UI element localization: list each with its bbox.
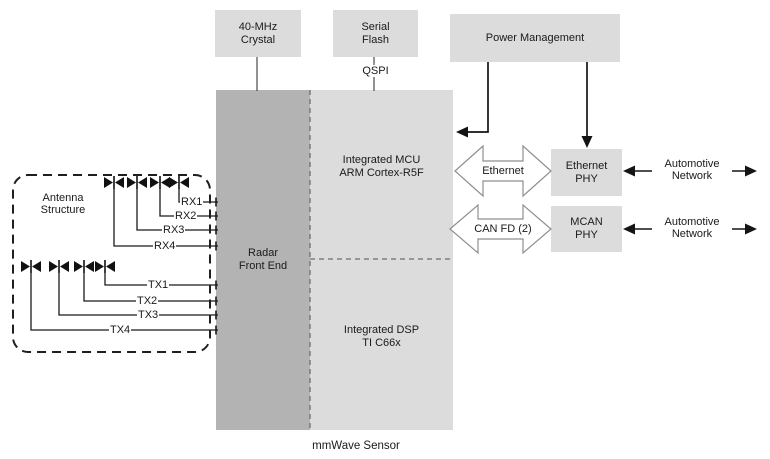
rx4-label: RX4 [153, 240, 177, 252]
tx3-antenna-icon [49, 260, 69, 273]
crystal-label: 40-MHz Crystal [238, 20, 278, 46]
automotive-network-label-bottom: Automotive Network [652, 216, 732, 240]
qspi-label: QSPI [356, 65, 395, 77]
mcu-dsp-block [310, 90, 453, 430]
power-to-ethernet-phy-arrow [581, 62, 593, 148]
rx4-antenna-icon [104, 176, 124, 189]
ethernet-phy-label: Ethernet PHY [565, 159, 608, 185]
mcan-phy-block: MCAN PHY [551, 206, 622, 252]
tx1-label: TX1 [147, 279, 170, 291]
tx-antenna-icons [21, 260, 115, 273]
power-to-mcu-arrow [456, 62, 489, 138]
antenna-structure-boundary [12, 174, 211, 353]
ethernet-bidirectional-arrow [454, 144, 552, 198]
rx-feed-lines [113, 189, 218, 247]
crystal-block: 40-MHz Crystal [215, 10, 301, 57]
antenna-structure-label: Antenna Structure [40, 192, 86, 216]
serial-flash-block: Serial Flash [333, 10, 418, 57]
rx3-label: RX3 [162, 224, 186, 236]
tx-feed-lines [30, 273, 218, 331]
mcu-label: Integrated MCU ARM Cortex-R5F [339, 154, 424, 179]
tx2-label: TX2 [136, 295, 159, 307]
radar-front-end-label: Radar Front End [238, 247, 288, 272]
rx4-line [113, 189, 218, 247]
mcan-phy-label: MCAN PHY [570, 216, 603, 241]
tx2-line [83, 273, 218, 302]
power-management-block: Power Management [450, 14, 620, 62]
tx4-antenna-icon [21, 260, 41, 273]
rx1-label: RX1 [180, 196, 204, 208]
tx2-antenna-icon [74, 260, 94, 273]
tx4-line [30, 273, 218, 331]
power-management-label: Power Management [485, 31, 585, 44]
rx1-antenna-icon [169, 176, 189, 189]
dsp-label: Integrated DSP TI C66x [343, 324, 420, 349]
rx2-line [159, 189, 218, 217]
ethernet-phy-block: Ethernet PHY [551, 149, 622, 196]
mmwave-sensor-caption: mmWave Sensor [312, 440, 400, 452]
tx3-line [58, 273, 218, 316]
rx2-label: RX2 [174, 210, 198, 222]
rx-antenna-icons [104, 176, 189, 189]
rx3-line [136, 189, 218, 231]
rx1-line [178, 189, 218, 203]
serial-flash-label: Serial Flash [361, 20, 390, 46]
rx2-antenna-icon [150, 176, 170, 189]
can-bus-label: CAN FD (2) [474, 223, 532, 235]
rx3-antenna-icon [127, 176, 147, 189]
automotive-network-label-top: Automotive Network [652, 158, 732, 182]
tx1-antenna-icon [95, 260, 115, 273]
ethernet-bus-label: Ethernet [482, 165, 524, 177]
tx1-line [104, 273, 218, 286]
tx3-label: TX3 [137, 309, 160, 321]
radar-front-end-block [216, 90, 310, 430]
tx4-label: TX4 [109, 324, 132, 336]
can-bidirectional-arrow [449, 203, 552, 255]
